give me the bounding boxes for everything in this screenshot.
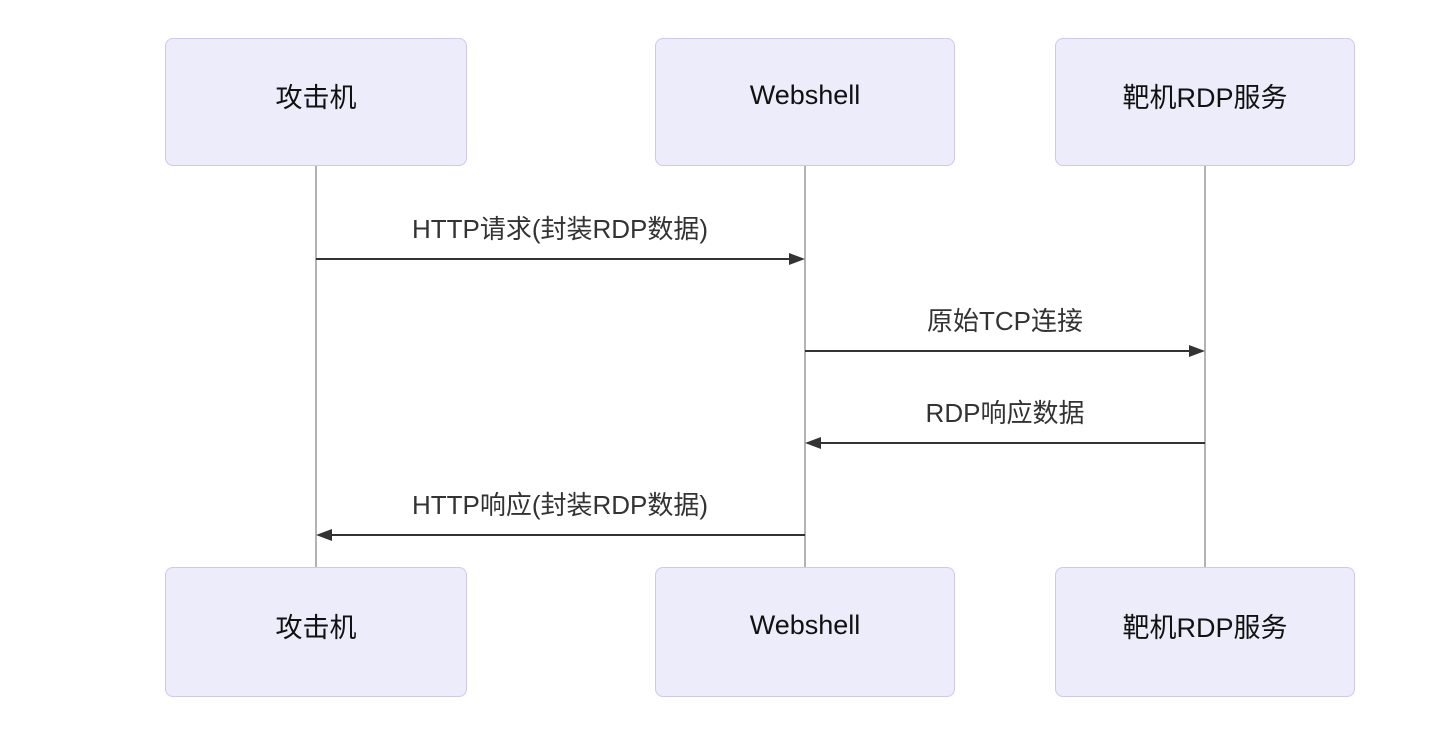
actor-bottom-attacker: 攻击机 bbox=[165, 567, 467, 697]
actor-top-webshell: Webshell bbox=[655, 38, 955, 166]
message-label: HTTP请求(封装RDP数据) bbox=[411, 214, 709, 244]
message-label: HTTP响应(封装RDP数据) bbox=[411, 490, 709, 520]
message-line bbox=[821, 442, 1205, 444]
actor-label: 攻击机 bbox=[275, 612, 357, 643]
message-line bbox=[332, 534, 805, 536]
actor-label: Webshell bbox=[749, 79, 861, 110]
actor-label: Webshell bbox=[749, 609, 861, 640]
arrowhead-left-icon bbox=[805, 437, 821, 449]
actor-top-rdp-service: 靶机RDP服务 bbox=[1055, 38, 1355, 166]
actor-label: 靶机RDP服务 bbox=[1122, 612, 1288, 643]
message-label: RDP响应数据 bbox=[925, 398, 1085, 428]
lifeline-rdp-service bbox=[1204, 166, 1206, 567]
actor-label: 靶机RDP服务 bbox=[1122, 82, 1288, 113]
arrowhead-right-icon bbox=[789, 253, 805, 265]
message-label: 原始TCP连接 bbox=[926, 306, 1084, 336]
lifeline-webshell bbox=[804, 166, 806, 567]
actor-bottom-rdp-service: 靶机RDP服务 bbox=[1055, 567, 1355, 697]
actor-label: 攻击机 bbox=[275, 82, 357, 113]
arrowhead-right-icon bbox=[1189, 345, 1205, 357]
message-line bbox=[805, 350, 1189, 352]
message-line bbox=[316, 258, 789, 260]
lifeline-attacker bbox=[315, 166, 317, 567]
arrowhead-left-icon bbox=[316, 529, 332, 541]
actor-bottom-webshell: Webshell bbox=[655, 567, 955, 697]
actor-top-attacker: 攻击机 bbox=[165, 38, 467, 166]
